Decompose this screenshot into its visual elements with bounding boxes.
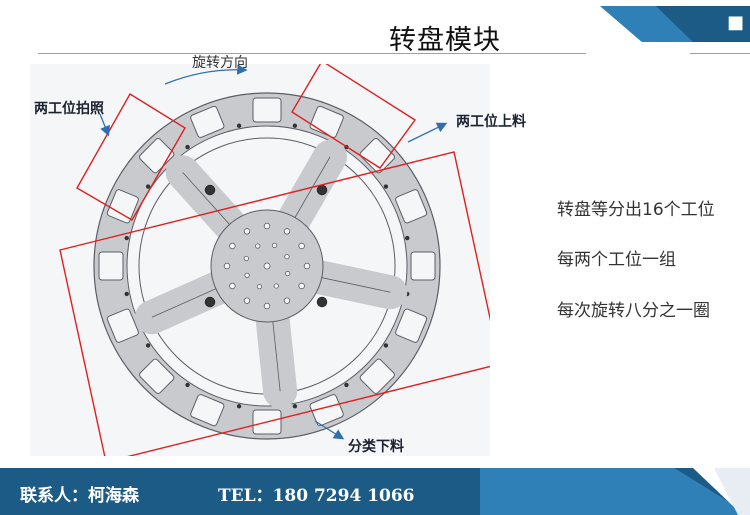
pocket-hole: [292, 123, 298, 128]
station-pocket: [106, 189, 139, 224]
footer-contact-name: 联系人：柯海森: [20, 486, 139, 506]
station-pocket: [359, 138, 395, 174]
hub-hole-inner: [243, 255, 249, 262]
station-pocket: [410, 251, 436, 281]
hub-hole: [263, 302, 271, 310]
pocket-hole: [383, 184, 389, 189]
plate-bolt: [204, 184, 216, 196]
loading-arrow: [407, 122, 448, 143]
point-eighth-turn: 每次旋转八分之一圈: [557, 301, 710, 321]
hub-hole: [298, 242, 305, 250]
pocket-hole: [145, 343, 151, 348]
hub-hole: [223, 262, 231, 270]
label-sort-unloading: 分类下料: [348, 439, 404, 455]
pocket-hole: [124, 291, 129, 297]
station-pocket: [98, 251, 124, 281]
plate-bolt: [316, 296, 328, 308]
hub-hole-inner: [285, 270, 291, 277]
hub-hole: [243, 228, 251, 235]
unloading-region-highlight: [59, 151, 490, 456]
hub-hole: [303, 262, 311, 270]
station-pocket: [395, 308, 428, 343]
station-pocket: [190, 394, 225, 427]
station-pocket: [359, 358, 395, 394]
pocket-hole: [185, 144, 190, 150]
hub-hole: [243, 297, 251, 304]
point-16-stations: 转盘等分出16个工位: [557, 200, 715, 220]
hub-hole-inner: [244, 272, 250, 278]
title-divider: [38, 53, 586, 54]
slide-title: 转盘模块: [389, 25, 501, 56]
label-two-station-loading: 两工位上料: [456, 114, 526, 130]
pocket-hole: [185, 382, 190, 388]
hub-center: [263, 262, 271, 270]
hub-hole-inner: [256, 284, 263, 290]
hub-hole-inner: [271, 242, 278, 248]
pocket-hole: [405, 235, 410, 241]
station-pocket: [106, 308, 139, 343]
label-rotation-direction: 旋转方向: [192, 55, 248, 71]
hub-hole: [229, 282, 236, 290]
unloading-arrow: [314, 420, 345, 440]
turntable-figure: 旋转方向 两工位拍照 两工位上料 分类下料: [30, 55, 526, 456]
station-pocket: [309, 105, 344, 138]
point-two-per-group: 每两个工位一组: [557, 250, 676, 270]
turntable-drawing: [59, 64, 490, 456]
plate-bolt: [204, 296, 216, 308]
hub-hole: [229, 242, 236, 250]
station-pocket: [139, 138, 175, 174]
loading-station-highlight: [291, 64, 417, 169]
footer-contact-phone: TEL：180 7294 1066: [218, 486, 415, 506]
hub-hole: [283, 297, 291, 304]
pocket-hole: [145, 184, 151, 189]
hub-hole: [298, 282, 305, 290]
station-pocket: [309, 394, 344, 427]
hub-hole-inner: [255, 243, 261, 249]
pocket-hole: [292, 404, 298, 409]
label-two-station-photo: 两工位拍照: [34, 101, 104, 117]
photo-arrow: [99, 113, 110, 137]
hub-hole: [263, 222, 271, 230]
corner-logo-mark: ■: [726, 12, 744, 33]
plate-bolt: [316, 184, 328, 196]
title-divider-right: [690, 53, 750, 54]
pocket-hole: [236, 404, 242, 409]
station-pocket: [252, 97, 282, 123]
pocket-hole: [344, 382, 349, 388]
pocket-hole: [124, 235, 129, 241]
pocket-hole: [383, 343, 389, 348]
station-pocket: [139, 358, 175, 394]
pocket-hole: [236, 123, 242, 128]
station-pocket: [190, 105, 225, 138]
hub-hole: [283, 228, 291, 235]
station-pocket: [395, 189, 428, 224]
hub-hole-inner: [273, 283, 279, 289]
photo-station-highlight: [76, 93, 186, 221]
rotation-arrow: [164, 64, 248, 85]
hub-hole-inner: [284, 254, 290, 260]
